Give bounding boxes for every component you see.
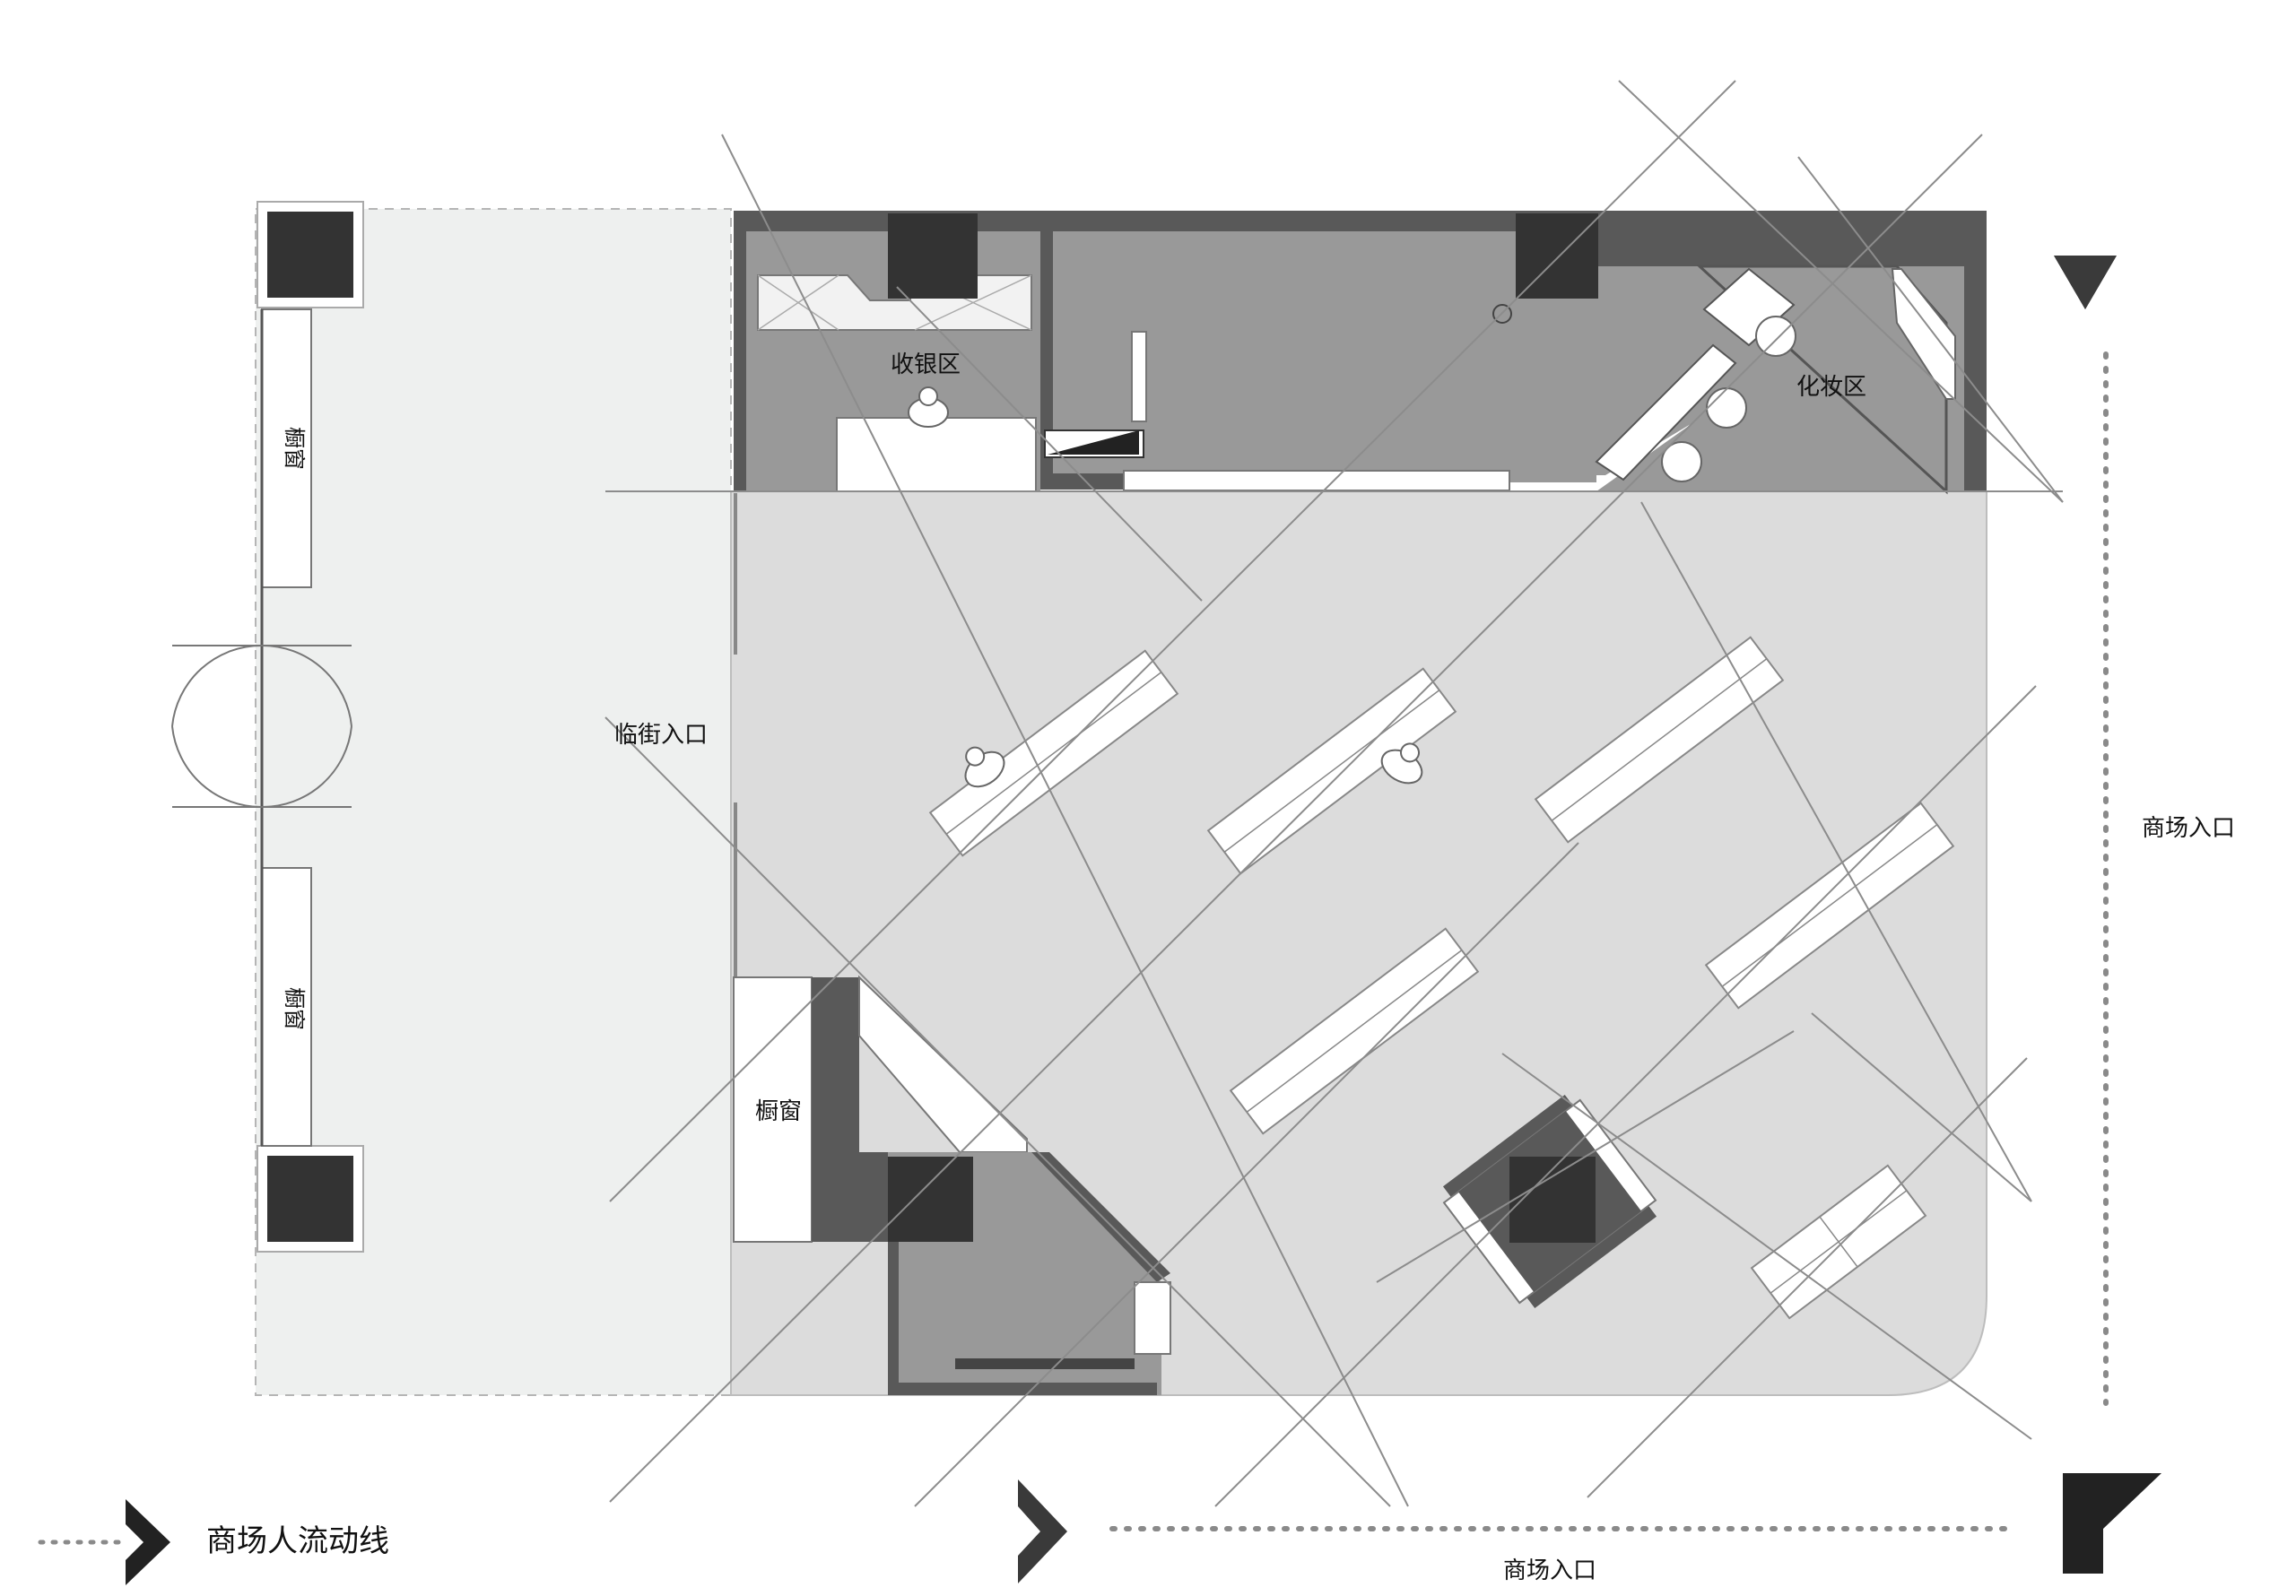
shelf-cross <box>757 274 839 331</box>
label-makeup: 化妆区 <box>1796 374 1866 401</box>
makeup-chair <box>1755 316 1796 357</box>
column <box>888 1157 973 1242</box>
cashier-left-wall <box>734 231 746 491</box>
display-table <box>928 649 1179 857</box>
label-window-left-bottom: 橱窗 <box>282 987 307 1030</box>
legend-label: 商场人流动线 <box>206 1523 389 1559</box>
cashier-counter <box>836 417 1037 492</box>
label-mall-entrance-bottom: 商场入口 <box>1503 1557 1596 1584</box>
column <box>1509 1157 1596 1243</box>
label-mall-entrance-right: 商场入口 <box>2142 815 2235 842</box>
column <box>267 212 353 298</box>
flow-corner-arrow-icon <box>2063 1473 2161 1574</box>
fitting-counter <box>1134 1281 1171 1355</box>
storage-fixture <box>1492 304 1512 324</box>
makeup-chair <box>1706 387 1747 429</box>
label-cashier: 收银区 <box>891 351 961 378</box>
entrance-doors <box>171 644 352 809</box>
display-window <box>261 867 312 1147</box>
flow-chevron-down-inner <box>2054 256 2117 309</box>
top-outer-right-wall <box>1964 231 1987 491</box>
label-window-left-top: 橱窗 <box>282 427 307 470</box>
inner-display-window <box>733 976 813 1243</box>
top-right-wall <box>1596 211 1987 266</box>
regulating-lines <box>604 80 2064 1507</box>
display-window <box>261 308 312 588</box>
column <box>1516 213 1598 299</box>
makeup-chair <box>1661 441 1702 482</box>
person-icon <box>964 746 1005 788</box>
makeup-outline <box>1696 265 1948 495</box>
fitting-bottom-wall <box>888 1383 1157 1395</box>
display-table <box>1534 636 1785 844</box>
display-table <box>1704 802 1955 1010</box>
display-table <box>1229 927 1480 1135</box>
flow-chevron-down-icon <box>2054 256 2117 309</box>
column <box>888 213 978 299</box>
flow-chevron-right-icon <box>1018 1479 1067 1583</box>
storage-slim-door <box>1131 331 1147 422</box>
person-icon <box>1380 742 1423 785</box>
label-street-entrance: 临街入口 <box>614 722 708 749</box>
makeup-table <box>1595 343 1737 481</box>
makeup-top-table <box>1702 267 1796 347</box>
column <box>267 1156 353 1242</box>
legend-arrow-icon <box>126 1499 170 1585</box>
fitting-left-wall <box>888 1242 899 1395</box>
shelf-cross <box>914 274 1032 331</box>
cashier-person-icon <box>908 386 949 428</box>
label-window-inner: 橱窗 <box>755 1098 802 1125</box>
makeup-room <box>1596 266 1964 491</box>
storage-door-swing <box>1048 430 1139 455</box>
storage-inner-wall <box>1040 231 1053 482</box>
fitting-bench <box>955 1358 1135 1369</box>
storage-bench <box>1123 470 1510 491</box>
